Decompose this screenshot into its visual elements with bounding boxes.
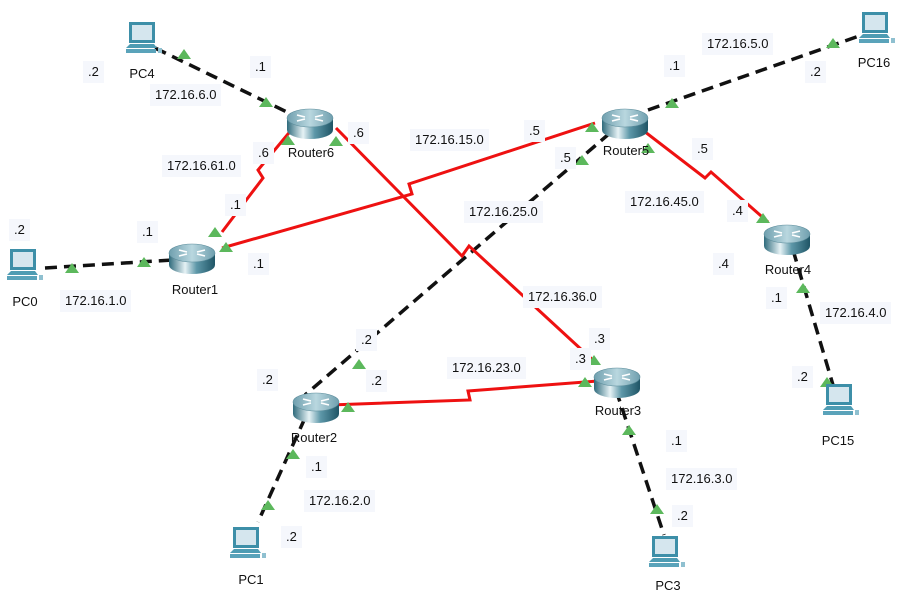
interface-label: .5 <box>524 120 545 142</box>
router-icon[interactable] <box>168 243 216 275</box>
link-pc4-router6[interactable] <box>154 46 294 117</box>
port-up-icon <box>641 143 655 153</box>
network-label: 172.16.45.0 <box>625 191 704 213</box>
device-name-router1: Router1 <box>171 282 219 297</box>
network-label: 172.16.36.0 <box>523 286 602 308</box>
interface-label: .1 <box>225 194 246 216</box>
interface-label: .1 <box>137 221 158 243</box>
devices-layer <box>7 12 895 567</box>
link-router5-router2[interactable] <box>303 131 612 397</box>
interface-label: .5 <box>692 138 713 160</box>
device-name-pc3: PC3 <box>655 578 681 593</box>
link-router5-router4[interactable] <box>639 126 769 224</box>
network-label: 172.16.3.0 <box>666 468 738 490</box>
device-name-router5: Router5 <box>602 143 650 158</box>
pc-icon[interactable] <box>859 12 895 43</box>
port-up-icon <box>261 500 275 510</box>
network-label: 172.16.4.0 <box>820 302 892 324</box>
interface-label: .1 <box>666 430 687 452</box>
device-name-router4: Router4 <box>764 262 812 277</box>
port-up-icon <box>329 136 343 146</box>
port-up-icon <box>665 98 679 108</box>
device-name-pc1: PC1 <box>238 572 264 587</box>
interface-label: .1 <box>664 55 685 77</box>
device-name-pc15: PC15 <box>821 433 855 448</box>
interface-label: .1 <box>250 56 271 78</box>
link-router3-pc3[interactable] <box>614 389 666 536</box>
router-icon[interactable] <box>763 224 811 256</box>
interface-label: .4 <box>713 253 734 275</box>
router-icon[interactable] <box>593 367 641 399</box>
network-label: 172.16.2.0 <box>304 490 376 512</box>
ports-layer <box>65 38 840 514</box>
port-up-icon <box>259 97 273 107</box>
pc-icon[interactable] <box>649 536 685 567</box>
network-label: 172.16.25.0 <box>464 201 543 223</box>
port-up-icon <box>352 359 366 369</box>
interface-label: .5 <box>555 147 576 169</box>
device-name-router6: Router6 <box>287 145 335 160</box>
interface-label: .2 <box>792 366 813 388</box>
interface-label: .2 <box>9 219 30 241</box>
interface-label: .4 <box>727 200 748 222</box>
network-label: 172.16.23.0 <box>447 357 526 379</box>
network-label: 172.16.5.0 <box>702 33 774 55</box>
network-label: 172.16.1.0 <box>60 290 132 312</box>
network-label: 172.16.61.0 <box>162 155 241 177</box>
port-up-icon <box>796 283 810 293</box>
link-pc0-router1[interactable] <box>44 258 173 270</box>
pc-icon[interactable] <box>230 527 266 558</box>
router-icon[interactable] <box>292 392 340 424</box>
interface-label: .2 <box>257 369 278 391</box>
port-up-icon <box>826 38 840 48</box>
port-up-icon <box>177 49 191 59</box>
network-label: 172.16.15.0 <box>410 129 489 151</box>
interface-label: .2 <box>83 61 104 83</box>
device-name-router3: Router3 <box>594 403 642 418</box>
interface-label: .1 <box>766 287 787 309</box>
interface-label: .2 <box>356 329 377 351</box>
interface-label: .2 <box>366 370 387 392</box>
port-up-icon <box>286 449 300 459</box>
interface-label: .2 <box>281 526 302 548</box>
port-up-icon <box>208 227 222 237</box>
port-up-icon <box>575 155 589 165</box>
interface-label: .2 <box>805 61 826 83</box>
port-up-icon <box>219 242 233 252</box>
link-router1-router5[interactable] <box>221 121 596 250</box>
links-layer <box>44 33 863 536</box>
port-up-icon <box>281 135 295 145</box>
device-name-router2: Router2 <box>290 430 338 445</box>
port-up-icon <box>650 504 664 514</box>
router-icon[interactable] <box>601 108 649 140</box>
interface-label: .3 <box>570 348 591 370</box>
interface-label: .3 <box>589 328 610 350</box>
device-name-pc16: PC16 <box>857 55 891 70</box>
interface-label: .2 <box>672 505 693 527</box>
port-up-icon <box>65 263 79 273</box>
pc-icon[interactable] <box>823 384 859 415</box>
port-up-icon <box>756 213 770 223</box>
port-up-icon <box>341 402 355 412</box>
network-label: 172.16.6.0 <box>150 84 222 106</box>
interface-label: .1 <box>306 456 327 478</box>
interface-label: .6 <box>348 122 369 144</box>
device-name-pc4: PC4 <box>129 66 155 81</box>
pc-icon[interactable] <box>7 249 43 280</box>
router-icon[interactable] <box>286 108 334 140</box>
port-up-icon <box>578 377 592 387</box>
port-up-icon <box>585 122 599 132</box>
interface-label: .6 <box>253 142 274 164</box>
device-name-pc0: PC0 <box>12 294 38 309</box>
port-up-icon <box>622 425 636 435</box>
link-router4-pc15[interactable] <box>791 249 835 386</box>
link-router2-router3[interactable] <box>329 379 599 407</box>
port-up-icon <box>137 257 151 267</box>
interface-label: .1 <box>248 253 269 275</box>
